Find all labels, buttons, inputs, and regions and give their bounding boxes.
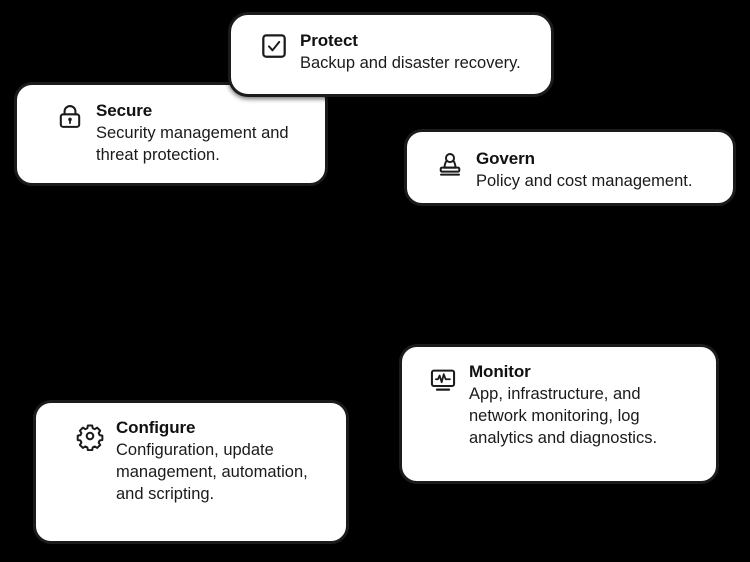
card-description: Policy and cost management. <box>476 171 693 190</box>
card-description: Security management and threat protectio… <box>96 123 289 164</box>
card-text: Configure Configuration, update manageme… <box>116 417 330 506</box>
card-text: Monitor App, infrastructure, and network… <box>469 361 700 450</box>
card-configure[interactable]: Configure Configuration, update manageme… <box>33 400 349 544</box>
monitor-pulse-icon <box>428 365 458 395</box>
card-title: Monitor <box>469 362 531 381</box>
card-description: Backup and disaster recovery. <box>300 53 521 72</box>
card-title: Govern <box>476 149 535 168</box>
stamp-icon <box>435 150 465 180</box>
gear-icon <box>75 421 105 451</box>
card-protect[interactable]: Protect Backup and disaster recovery. <box>228 12 554 97</box>
card-text: Secure Security management and threat pr… <box>96 99 309 167</box>
card-govern[interactable]: Govern Policy and cost management. <box>404 129 736 206</box>
card-secure[interactable]: Secure Security management and threat pr… <box>14 82 328 186</box>
card-description: App, infrastructure, and network monitor… <box>469 384 658 447</box>
checkbox-checked-icon <box>259 31 289 61</box>
card-title: Protect <box>300 31 358 50</box>
card-text: Protect Backup and disaster recovery. <box>300 29 535 75</box>
lock-icon <box>55 101 85 131</box>
card-text: Govern Policy and cost management. <box>476 146 717 193</box>
card-monitor[interactable]: Monitor App, infrastructure, and network… <box>399 344 719 484</box>
card-title: Configure <box>116 418 196 437</box>
card-title: Secure <box>96 101 153 120</box>
card-description: Configuration, update management, automa… <box>116 440 308 503</box>
